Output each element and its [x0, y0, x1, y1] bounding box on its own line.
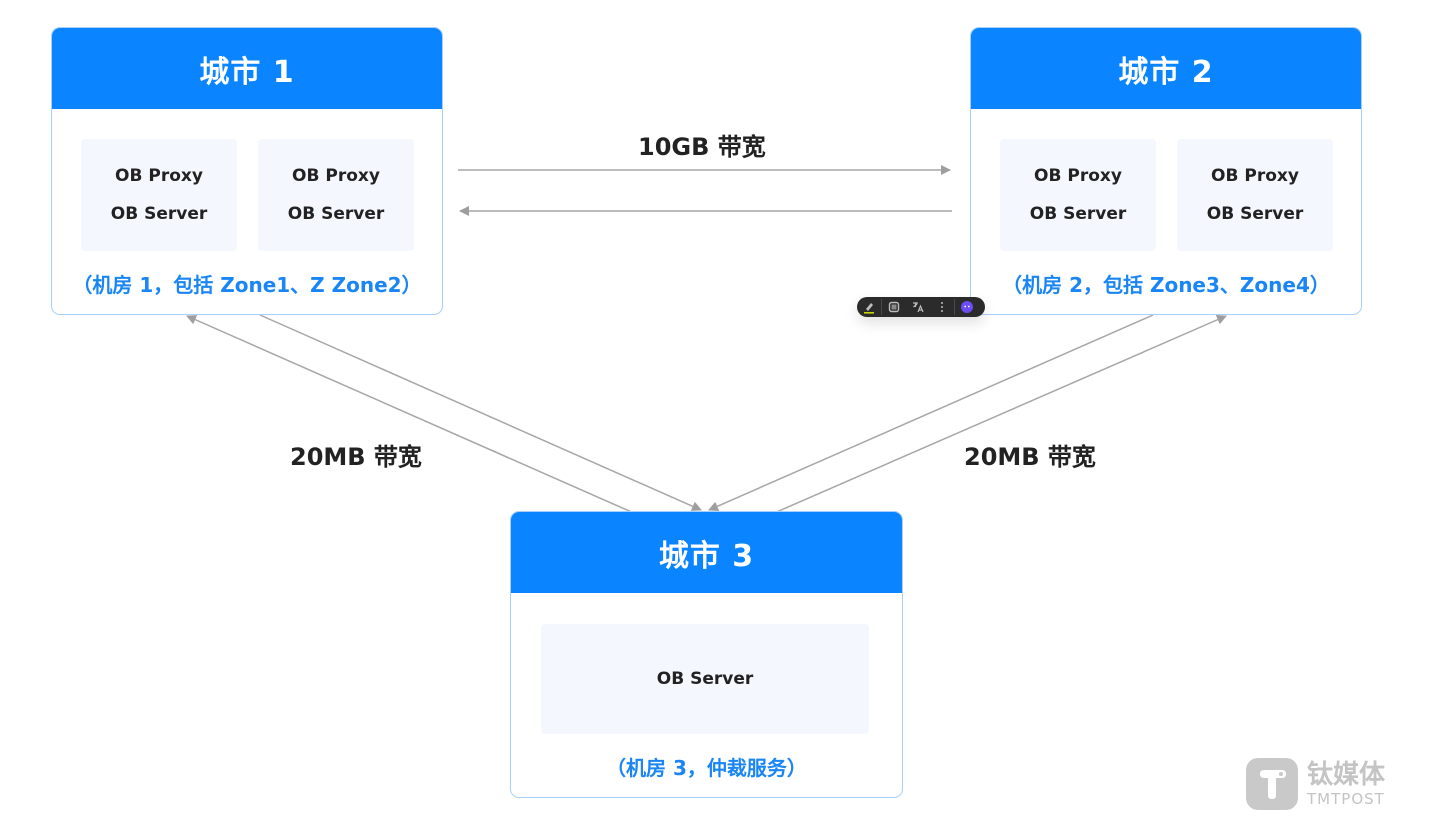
toolbar-divider	[954, 299, 955, 315]
city-1-card: 城市 1 OB Proxy OB Server OB Proxy OB Serv…	[51, 27, 443, 315]
node-server-label: OB Server	[1206, 204, 1304, 224]
screenshot-icon	[888, 301, 900, 313]
arrow-city3-to-city1	[186, 315, 637, 515]
arrow-city3-to-city2	[771, 315, 1227, 515]
node-proxy-label: OB Proxy	[1034, 166, 1122, 186]
city-3-card: 城市 3 OB Server （机房 3，仲裁服务）	[510, 511, 903, 798]
node-proxy-label: OB Proxy	[1211, 166, 1299, 186]
city-3-caption: （机房 3，仲裁服务）	[606, 756, 807, 780]
node-server-label: OB Server	[110, 204, 208, 224]
watermark-en: TMTPOST	[1307, 790, 1385, 808]
city-1-node-1: OB Proxy OB Server	[81, 139, 237, 251]
highlighter-button[interactable]	[857, 297, 881, 317]
city-1-caption: （机房 1，包括 Zone1、Z Zone2）	[72, 273, 422, 297]
node-server-label: OB Server	[1029, 204, 1127, 224]
city-1-node-2: OB Proxy OB Server	[258, 139, 414, 251]
city-2-caption: （机房 2，包括 Zone3、Zone4）	[1002, 273, 1330, 297]
more-vertical-icon	[941, 302, 943, 312]
city-2-card: 城市 2 OB Proxy OB Server OB Proxy OB Serv…	[970, 27, 1362, 315]
city-1-title: 城市 1	[52, 28, 442, 109]
ai-assistant-button[interactable]	[955, 297, 979, 317]
city-3-title: 城市 3	[511, 512, 902, 593]
tmtpost-logo-icon	[1246, 758, 1298, 810]
floating-toolbar	[857, 297, 985, 317]
city-2-node-1: OB Proxy OB Server	[1000, 139, 1156, 251]
toolbar-divider	[881, 299, 882, 315]
bandwidth-label-city2-city3: 20MB 带宽	[964, 443, 1096, 471]
node-server-label: OB Server	[656, 669, 754, 689]
watermark-cn: 钛媒体	[1307, 760, 1386, 790]
screenshot-button[interactable]	[882, 297, 906, 317]
translate-icon	[913, 302, 924, 313]
city-3-node-1: OB Server	[541, 624, 869, 734]
arrow-city2-to-city3	[708, 314, 1154, 511]
node-server-label: OB Server	[287, 204, 385, 224]
node-proxy-label: OB Proxy	[292, 166, 380, 186]
watermark: 钛媒体 TMTPOST	[1246, 758, 1385, 810]
bandwidth-label-city1-city3: 20MB 带宽	[290, 443, 422, 471]
city-2-title: 城市 2	[971, 28, 1361, 109]
ai-assistant-icon	[961, 301, 973, 313]
node-proxy-label: OB Proxy	[115, 166, 203, 186]
more-button[interactable]	[930, 297, 954, 317]
bandwidth-label-city1-city2: 10GB 带宽	[638, 133, 766, 161]
highlighter-icon	[864, 303, 874, 314]
city-2-node-2: OB Proxy OB Server	[1177, 139, 1333, 251]
arrow-city1-to-city3	[259, 314, 702, 511]
translate-button[interactable]	[906, 297, 930, 317]
